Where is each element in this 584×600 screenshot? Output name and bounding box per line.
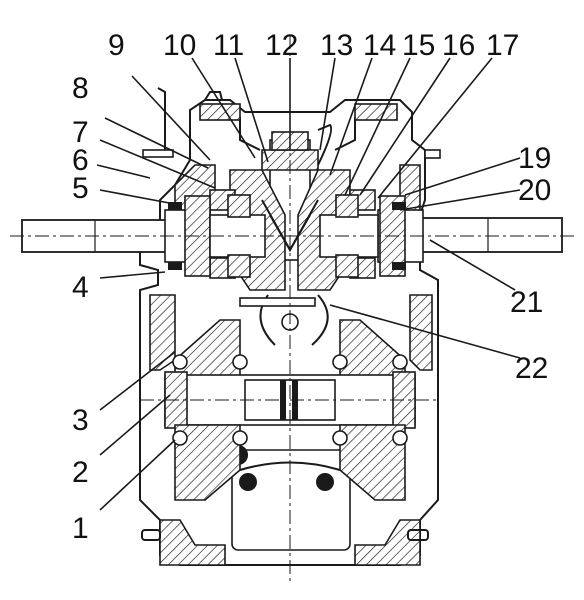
callout-16: 16 [442, 29, 475, 62]
callout-9: 9 [108, 29, 125, 62]
callout-4: 4 [72, 271, 89, 304]
callout-22: 22 [515, 352, 548, 385]
callout-11: 11 [213, 29, 244, 62]
lower-shaft-assembly [140, 35, 440, 585]
callout-21: 21 [510, 286, 543, 319]
callout-5: 5 [72, 172, 89, 205]
leader-lines [96, 57, 521, 511]
output-shaft [10, 194, 574, 278]
callout-19: 19 [518, 142, 551, 175]
callout-14: 14 [363, 29, 396, 62]
callout-17: 17 [486, 29, 519, 62]
callout-labels: 9 8 7 6 5 4 3 2 1 10 11 12 13 14 15 16 1… [72, 29, 551, 545]
callout-20: 20 [518, 174, 551, 207]
callout-6: 6 [72, 144, 89, 177]
callout-13: 13 [320, 29, 353, 62]
callout-1: 1 [72, 512, 89, 545]
callout-12: 12 [265, 29, 298, 62]
callout-10: 10 [163, 29, 196, 62]
callout-7: 7 [72, 116, 89, 149]
callout-15: 15 [402, 29, 435, 62]
callout-8: 8 [72, 72, 89, 105]
callout-2: 2 [72, 456, 89, 489]
callout-3: 3 [72, 404, 89, 437]
